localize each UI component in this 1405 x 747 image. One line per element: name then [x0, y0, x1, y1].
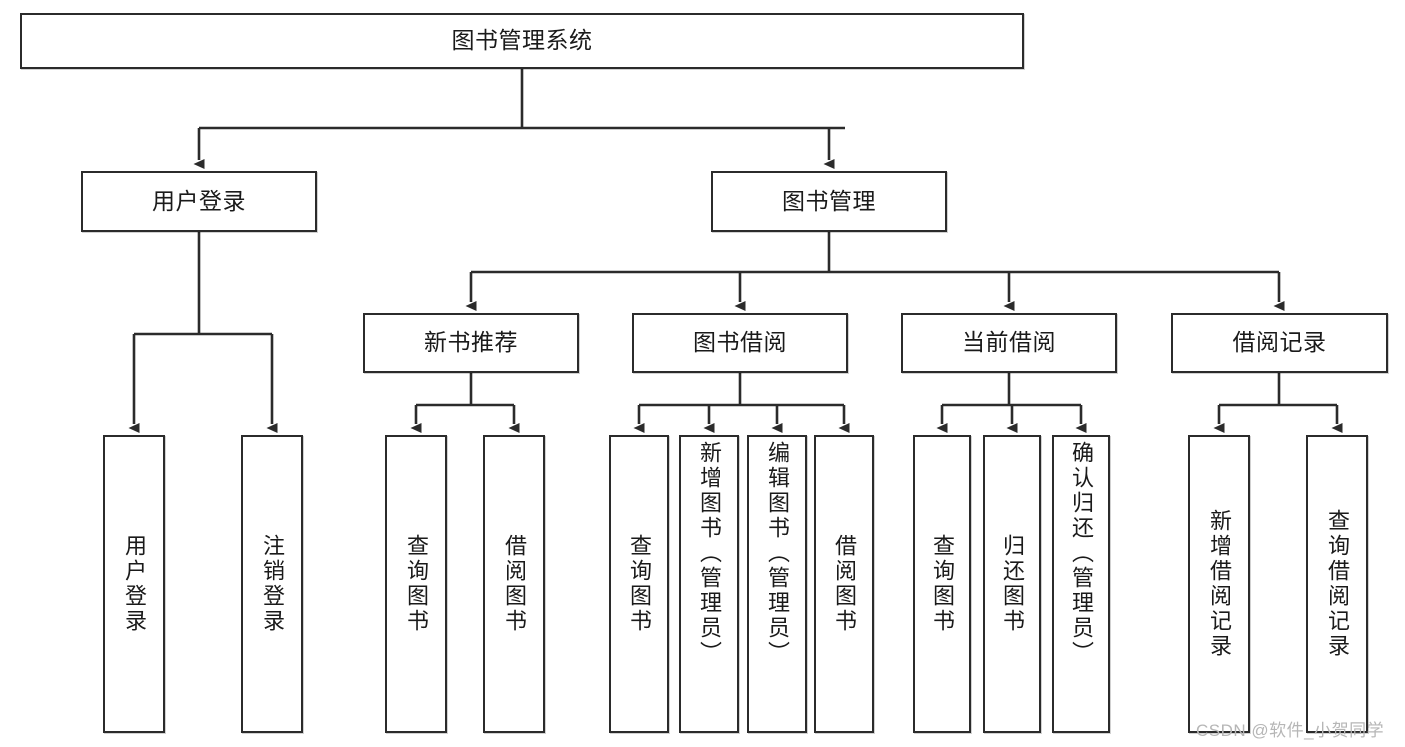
- node-new-book-recommend-label: 新书推荐: [424, 329, 518, 356]
- node-leaf-query-book-1[interactable]: 查询图书: [385, 435, 447, 733]
- node-user-login-label: 用户登录: [152, 187, 246, 214]
- node-current-borrow[interactable]: 当前借阅: [901, 313, 1117, 373]
- node-user-login[interactable]: 用户登录: [81, 171, 317, 232]
- node-leaf-query-book-3-label: 查询图书: [929, 534, 955, 634]
- node-borrow-record[interactable]: 借阅记录: [1171, 313, 1388, 373]
- node-leaf-add-book-admin-label: 新增图书（管理员）: [696, 441, 722, 666]
- node-leaf-query-borrow-record[interactable]: 查询借阅记录: [1306, 435, 1368, 733]
- node-leaf-edit-book-admin[interactable]: 编辑图书（管理员）: [747, 435, 807, 733]
- node-leaf-confirm-return-admin[interactable]: 确认归还（管理员）: [1052, 435, 1110, 733]
- node-leaf-borrow-book-1[interactable]: 借阅图书: [483, 435, 545, 733]
- node-leaf-return-book[interactable]: 归还图书: [983, 435, 1041, 733]
- node-borrow-record-label: 借阅记录: [1232, 329, 1327, 356]
- node-root-label: 图书管理系统: [451, 27, 593, 54]
- node-leaf-add-borrow-record-label: 新增借阅记录: [1206, 509, 1232, 659]
- node-leaf-add-borrow-record[interactable]: 新增借阅记录: [1188, 435, 1250, 733]
- node-book-manage-label: 图书管理: [782, 187, 876, 214]
- node-book-manage[interactable]: 图书管理: [711, 171, 947, 232]
- node-leaf-borrow-book-2[interactable]: 借阅图书: [814, 435, 874, 733]
- node-leaf-user-login-label: 用户登录: [121, 534, 147, 634]
- node-root[interactable]: 图书管理系统: [20, 13, 1024, 69]
- node-current-borrow-label: 当前借阅: [962, 329, 1056, 356]
- node-leaf-query-book-2-label: 查询图书: [626, 534, 652, 634]
- node-leaf-logout[interactable]: 注销登录: [241, 435, 303, 733]
- node-leaf-query-book-3[interactable]: 查询图书: [913, 435, 971, 733]
- csdn-watermark: CSDN @软件_小贺同学: [1196, 721, 1385, 740]
- node-leaf-edit-book-admin-label: 编辑图书（管理员）: [764, 441, 790, 666]
- node-leaf-add-book-admin[interactable]: 新增图书（管理员）: [679, 435, 739, 733]
- node-leaf-return-book-label: 归还图书: [999, 534, 1025, 634]
- node-leaf-confirm-return-admin-label: 确认归还（管理员）: [1068, 441, 1094, 666]
- node-book-borrow-label: 图书借阅: [693, 329, 787, 356]
- node-new-book-recommend[interactable]: 新书推荐: [363, 313, 579, 373]
- node-leaf-query-book-1-label: 查询图书: [403, 534, 429, 634]
- node-leaf-user-login[interactable]: 用户登录: [103, 435, 165, 733]
- node-leaf-borrow-book-1-label: 借阅图书: [501, 534, 527, 634]
- node-leaf-query-book-2[interactable]: 查询图书: [609, 435, 669, 733]
- node-leaf-borrow-book-2-label: 借阅图书: [831, 534, 857, 634]
- node-leaf-logout-label: 注销登录: [259, 534, 285, 634]
- node-book-borrow[interactable]: 图书借阅: [632, 313, 848, 373]
- node-leaf-query-borrow-record-label: 查询借阅记录: [1324, 509, 1350, 659]
